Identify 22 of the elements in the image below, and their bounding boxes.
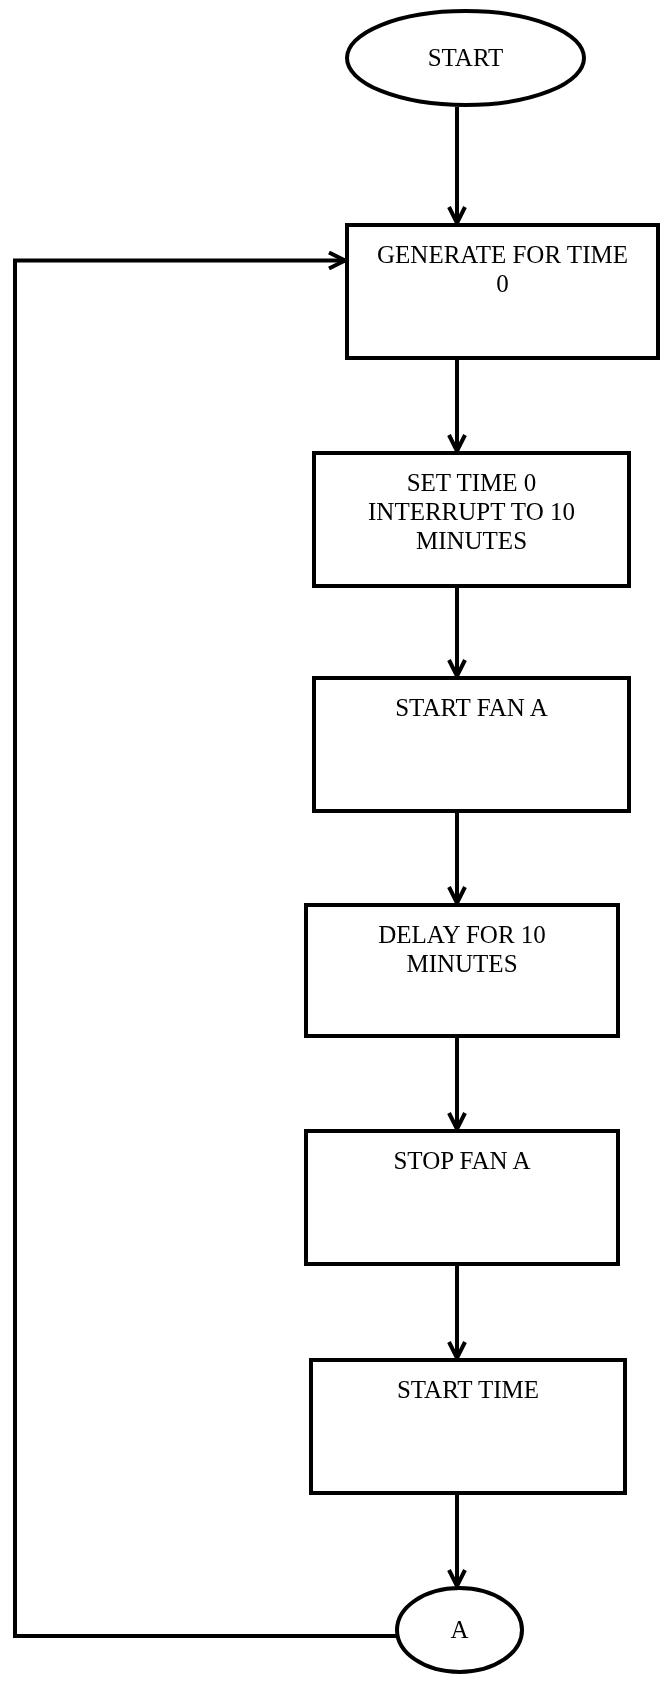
step-text: SET TIME 0 INTERRUPT TO 10 MINUTES <box>367 469 576 556</box>
step-text: GENERATE FOR TIME 0 <box>376 241 629 299</box>
terminal-label: START <box>427 43 504 73</box>
process-box <box>312 676 631 813</box>
arrow <box>447 360 467 453</box>
arrow <box>447 107 467 225</box>
terminal-label: A <box>450 1615 469 1645</box>
step-text: START TIME <box>396 1376 540 1405</box>
process-box <box>345 223 660 360</box>
arrow <box>447 1495 467 1588</box>
step-text: DELAY FOR 10 MINUTES <box>377 921 547 979</box>
process-box <box>304 903 620 1038</box>
arrow <box>13 250 397 1638</box>
arrow <box>447 1038 467 1131</box>
step-text: START FAN A <box>395 694 548 723</box>
arrow <box>447 588 467 678</box>
arrow <box>447 813 467 905</box>
step-text: STOP FAN A <box>393 1147 531 1176</box>
process-box <box>312 451 631 588</box>
arrow <box>447 1266 467 1360</box>
process-box <box>309 1358 627 1495</box>
process-box <box>304 1129 620 1266</box>
